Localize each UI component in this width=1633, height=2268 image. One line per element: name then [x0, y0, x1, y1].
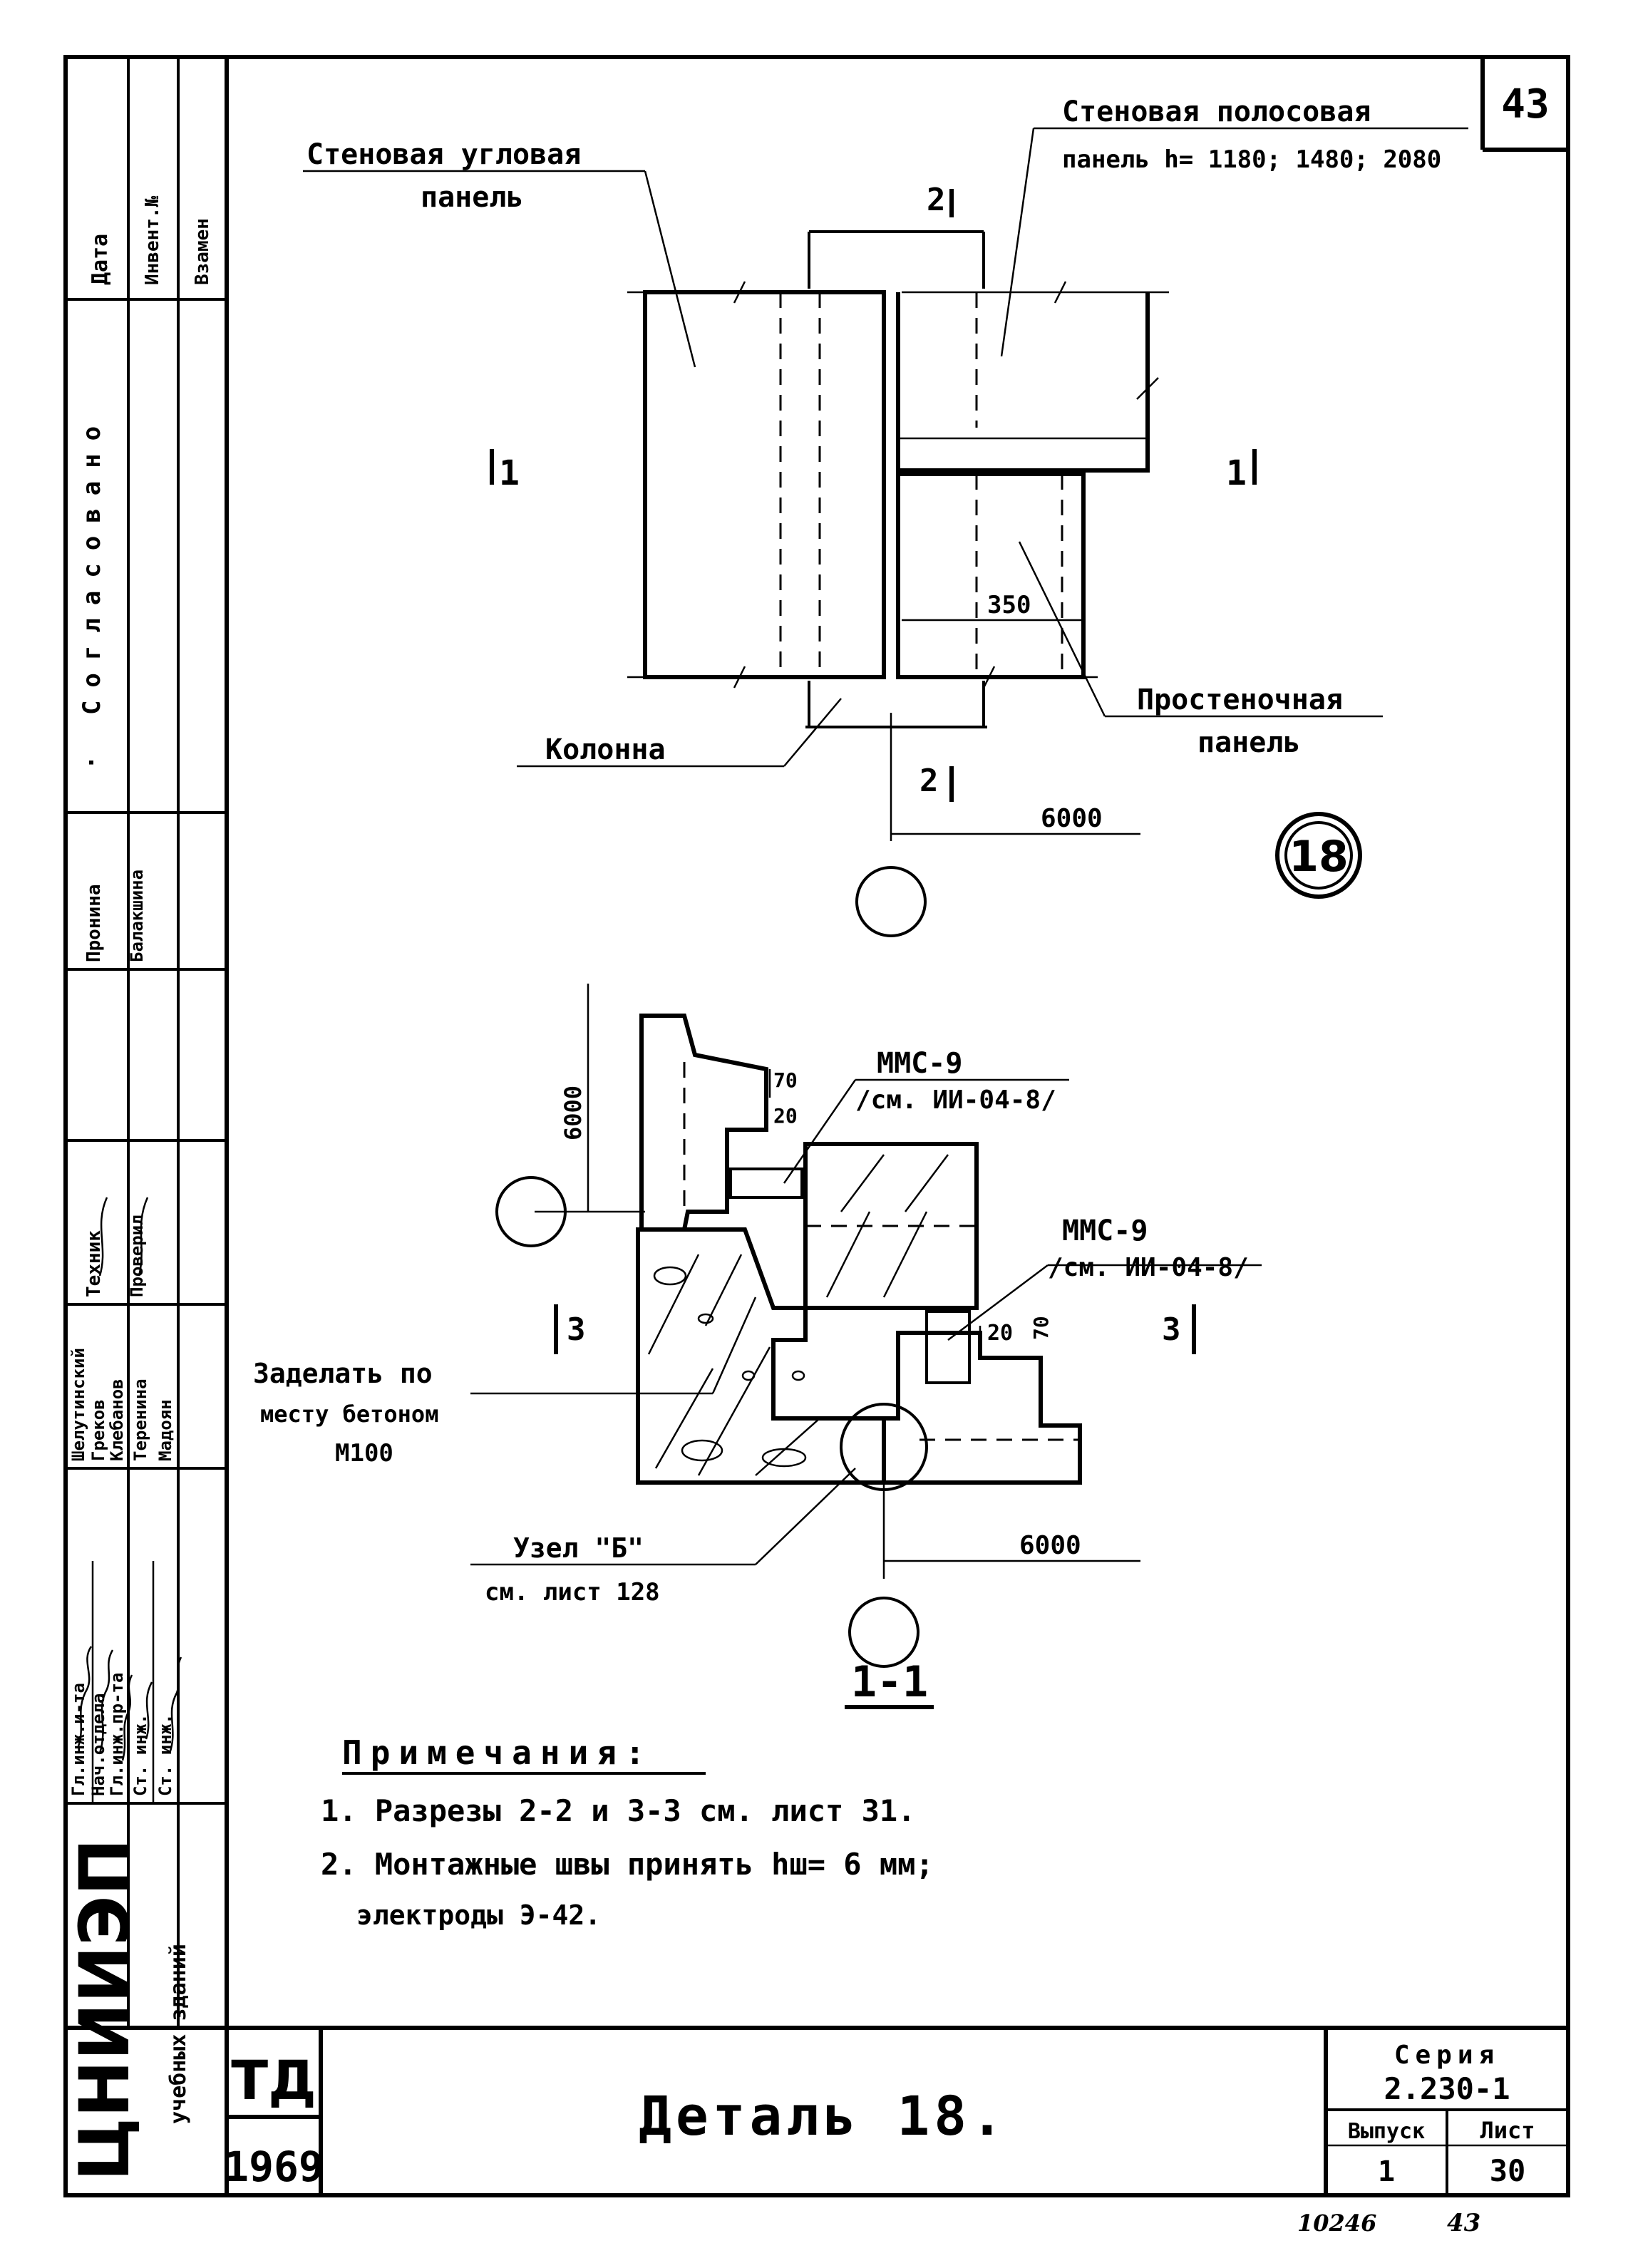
strip-date: Дата [88, 234, 113, 285]
institute-name: ЦНИИЭП [65, 1838, 145, 2181]
staff-role-4: Ст. инж. [130, 1713, 150, 1796]
dim-6000-vert: 6000 [560, 1086, 587, 1140]
section-2-bottom: 2 [919, 763, 939, 799]
mmc-a-2: /см. ИИ-04-8/ [855, 1086, 1056, 1115]
strip-agreed: · Согласовано [78, 413, 106, 770]
title-block [227, 2026, 1568, 2195]
node-label-2: см. лист 128 [485, 1578, 660, 1607]
section-3-right: 3 [1162, 1311, 1181, 1348]
mmc-b-2: /см. ИИ-04-8/ [1048, 1253, 1249, 1282]
concrete-note-1: Заделать по [253, 1358, 433, 1389]
footer-stamp: 10246 [1297, 2210, 1376, 2237]
top-plan-view [303, 127, 1468, 937]
staff-role-1: Гл.инж.и-та [68, 1683, 88, 1796]
section-1-left: 1 [499, 453, 520, 493]
concrete-note-3: М100 [335, 1439, 393, 1468]
staff-table: Гл.инж.и-та Нач.отдела Гл.инж.пр-та Ст. … [68, 870, 175, 1796]
staff-name-4: Теренина [130, 1378, 150, 1461]
notes-title: Примечания: [342, 1733, 654, 1772]
dim-6000-top: 6000 [1041, 804, 1103, 833]
label-pier-panel-2: панель [1197, 726, 1301, 759]
note-1: 1. Разрезы 2-2 и 3-3 см. лист 31. [321, 1793, 915, 1828]
label-strip-panel-1: Стеновая полосовая [1062, 96, 1371, 128]
dim-70-b: 70 [1029, 1316, 1053, 1340]
dim-20-b: 20 [987, 1321, 1013, 1346]
institute-sub: учебных зданий [166, 1944, 191, 2124]
section-2-top: 2 [927, 182, 946, 218]
node-label-1: Узел "Б" [513, 1532, 644, 1564]
label-corner-panel-1: Стеновая угловая [306, 138, 581, 171]
issue-value: 1 [1378, 2155, 1395, 2188]
issue-label: Выпуск [1348, 2119, 1425, 2144]
note-2: 2. Монтажные швы принять hш= 6 мм; [321, 1847, 934, 1882]
section-title: 1-1 [851, 1657, 928, 1707]
label-column: Колонна [545, 733, 666, 766]
detail-18-mark: 18 [1289, 832, 1349, 882]
signatures [77, 1197, 182, 1761]
staff-name-2: Греков [88, 1399, 108, 1461]
staff-checked: Проверил [127, 1215, 147, 1297]
staff-role-3: Гл.инж.пр-та [107, 1673, 127, 1796]
dim-6000-bottom: 6000 [1019, 1531, 1081, 1560]
sheet-value: 30 [1490, 2153, 1526, 2188]
section-3-left: 3 [567, 1311, 586, 1348]
staff-role-2: Нач.отдела [88, 1694, 108, 1797]
staff-balakshina: Балакшина [127, 870, 147, 962]
concrete-note-2: месту бетоном [260, 1401, 438, 1428]
section-1-1-view [470, 984, 1262, 1709]
staff-name-3: Клебанов [107, 1378, 127, 1461]
staff-pronina: Пронина [83, 884, 105, 962]
dim-70: 70 [773, 1068, 798, 1092]
label-corner-panel-2: панель [421, 181, 524, 214]
left-strip [66, 57, 227, 2030]
title-td: ТД [231, 2048, 316, 2112]
series-label: Серия [1394, 2041, 1500, 2070]
footer-page: 43 [1447, 2209, 1480, 2237]
staff-name-5: Мадоян [155, 1399, 175, 1461]
drawing-title: Деталь 18. [639, 2084, 1008, 2148]
series-value: 2.230-1 [1384, 2071, 1510, 2106]
institute-block: ЦНИИЭП учебных зданий [65, 1838, 191, 2181]
sheet-label: Лист [1480, 2117, 1535, 2144]
label-pier-panel-1: Простеночная [1137, 684, 1343, 716]
title-year: 1969 [224, 2143, 324, 2191]
strip-replaces: Взамен [192, 218, 213, 285]
mmc-a-1: ММС-9 [877, 1047, 962, 1080]
sheet-number: 43 [1501, 81, 1549, 128]
dim-350: 350 [987, 591, 1031, 619]
section-1-right: 1 [1226, 453, 1247, 493]
label-strip-panel-2: панель h= 1180; 1480; 2080 [1062, 145, 1441, 174]
strip-inv: Инвент.№ [142, 195, 163, 285]
notes-block: Примечания: 1. Разрезы 2-2 и 3-3 см. лис… [321, 1733, 934, 1931]
sheet-frame [63, 55, 1570, 2197]
mmc-b-1: ММС-9 [1062, 1215, 1148, 1247]
dim-20-a: 20 [773, 1104, 798, 1128]
note-3: электроды Э-42. [356, 1900, 601, 1931]
staff-name-1: Шелутинский [68, 1348, 88, 1461]
